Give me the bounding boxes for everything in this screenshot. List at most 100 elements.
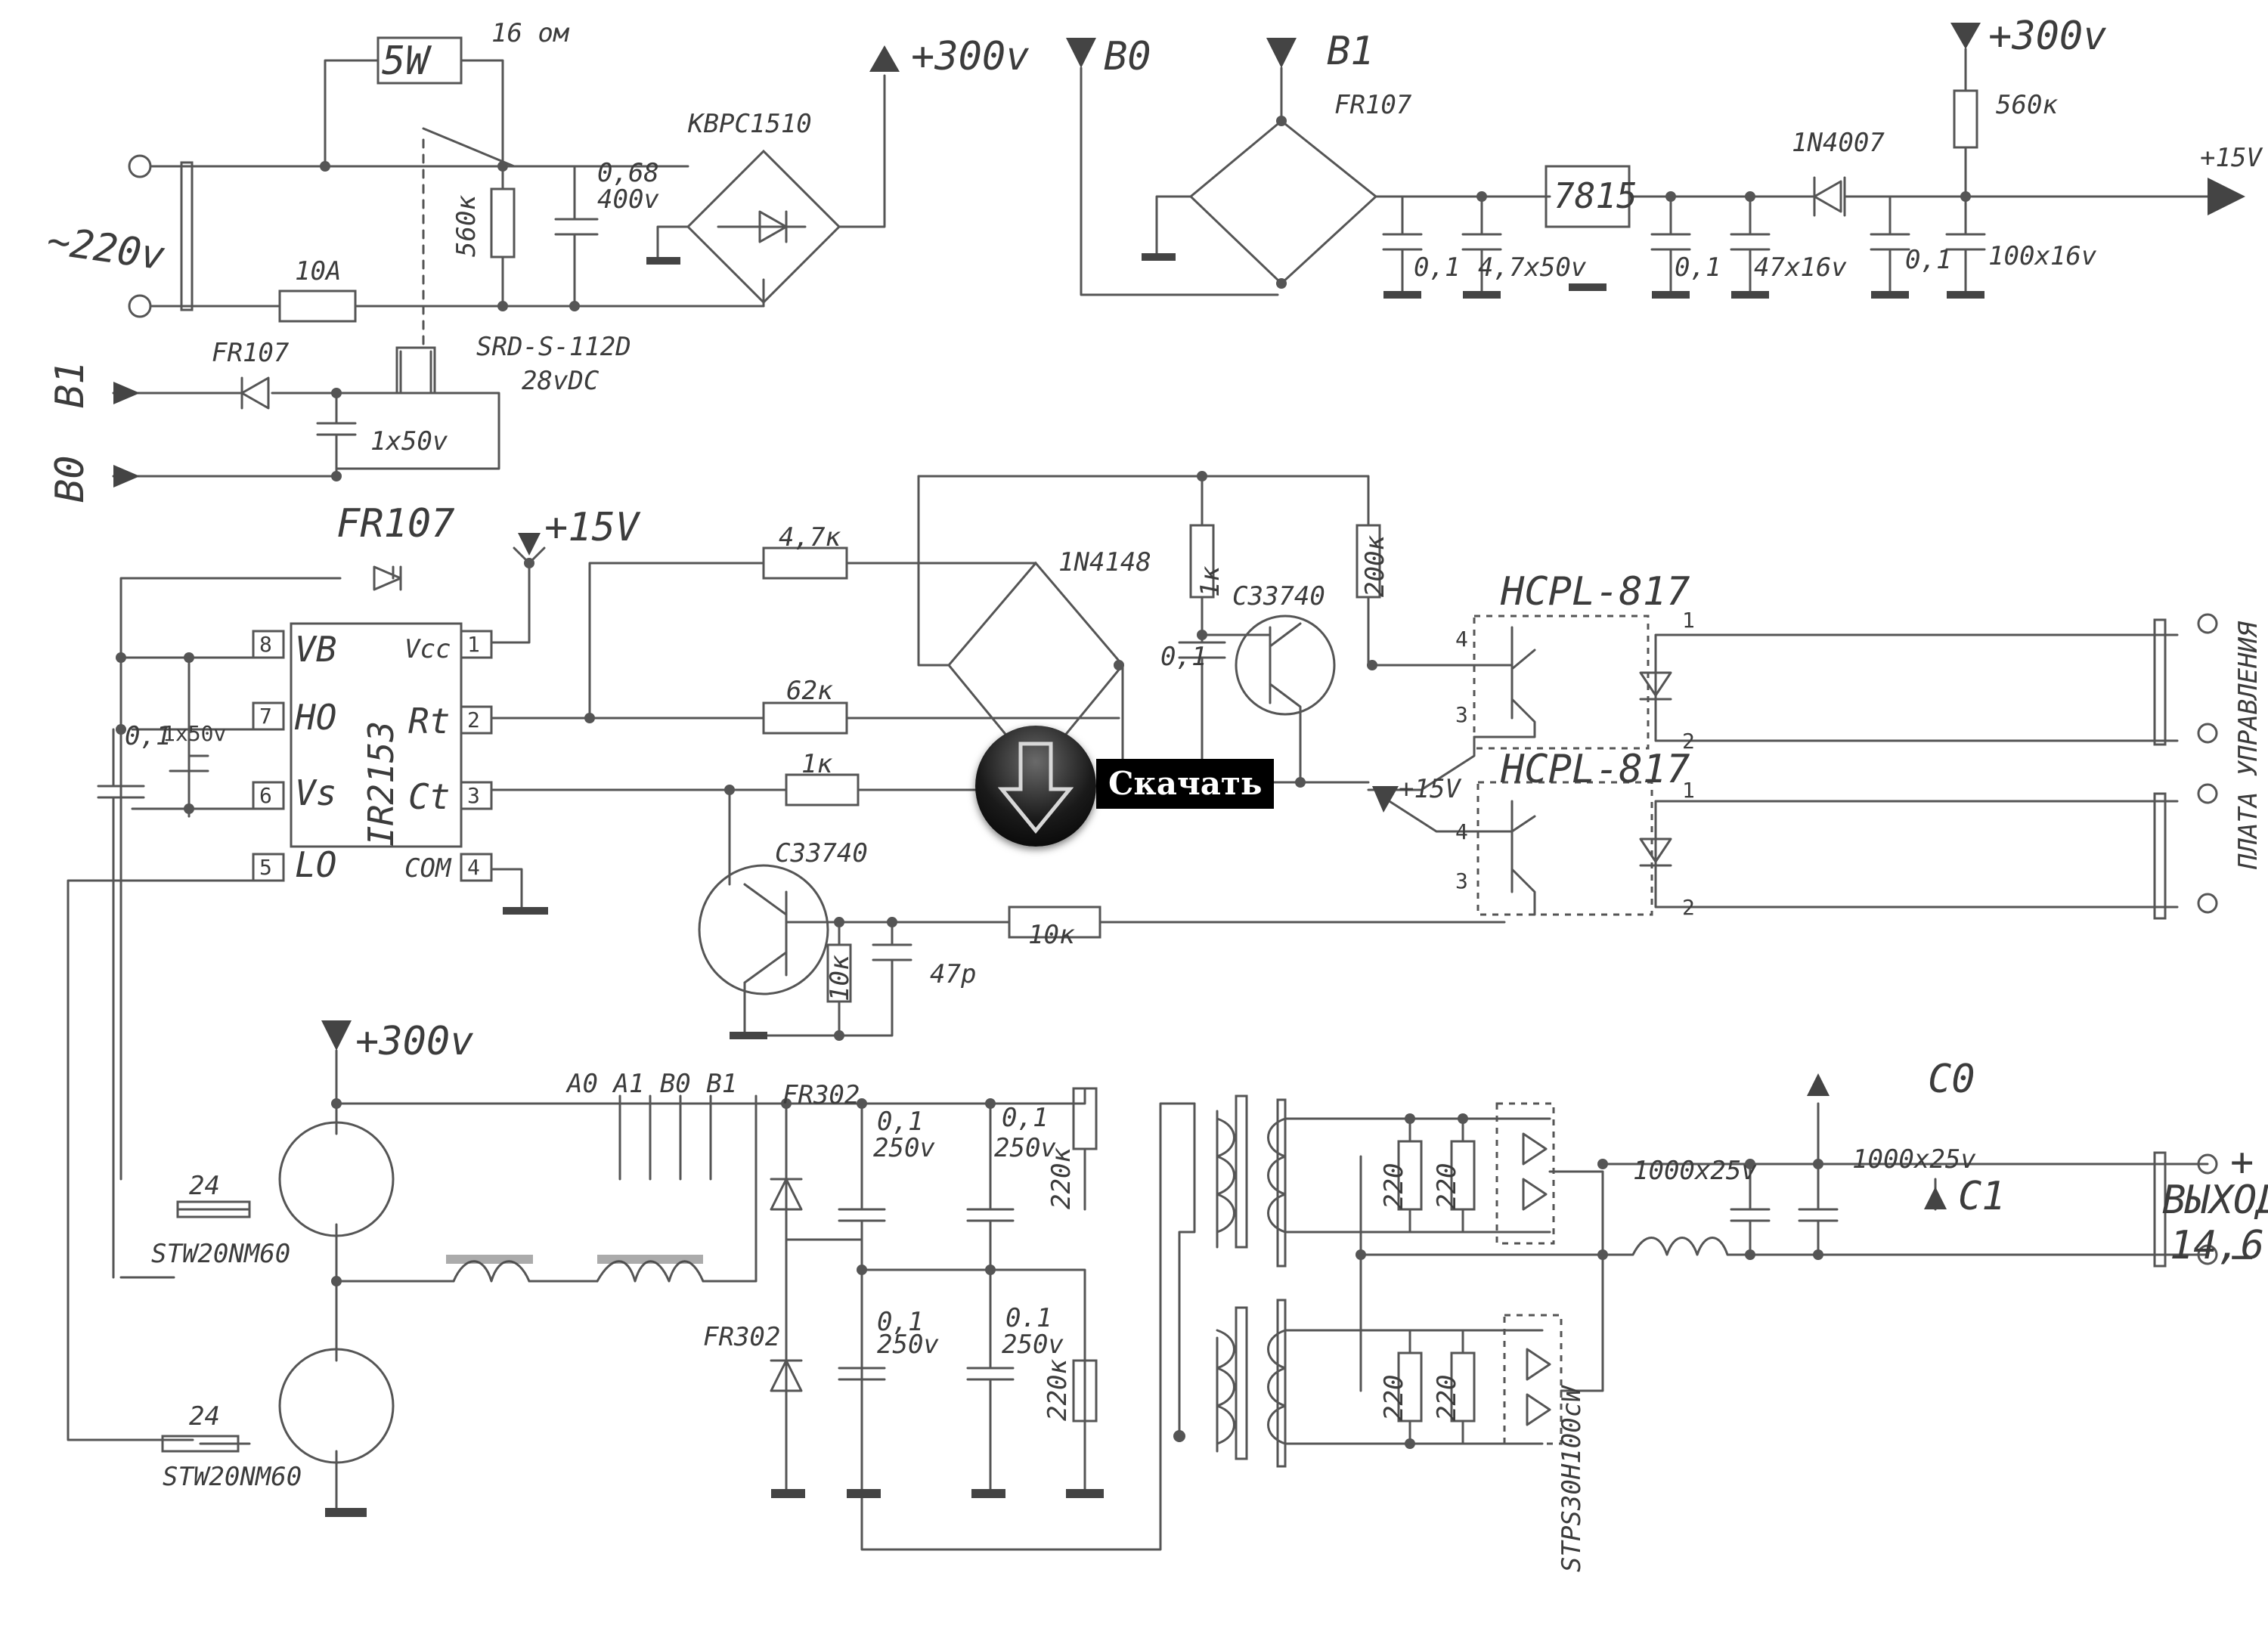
label-opto-a-pin1: 1 bbox=[1682, 608, 1695, 633]
label-plata: ПЛАТА УПРАВЛЕНИЯ bbox=[2233, 621, 2263, 870]
label-ic-pin8: 8 bbox=[259, 632, 272, 657]
label-cap-01-b: 0,1 bbox=[1675, 252, 1721, 283]
gate-resistor-24-a bbox=[176, 1200, 251, 1218]
label-560k-top: 560к bbox=[1996, 90, 2058, 120]
label-cap-250-a: 250v bbox=[873, 1133, 935, 1163]
label-c1: C1 bbox=[1958, 1174, 2006, 1219]
label-cap-100x16: 100x16v bbox=[1988, 241, 2097, 271]
mosfet-stw20nm60-b bbox=[278, 1348, 395, 1464]
label-1k-h: 1к bbox=[801, 749, 832, 779]
label-pin-vb: VB bbox=[295, 629, 336, 670]
label-pin-ho: HO bbox=[294, 697, 336, 738]
label-cap-250-d: 250v bbox=[1002, 1330, 1064, 1360]
download-icon bbox=[975, 726, 1096, 847]
label-opto-b-pin1: 1 bbox=[1682, 778, 1695, 803]
label-1x50v: 1x50v bbox=[370, 426, 448, 457]
label-ic-pin4: 4 bbox=[467, 855, 480, 880]
ic-ir2153 bbox=[290, 622, 463, 848]
label-c33740-b: C33740 bbox=[775, 838, 868, 868]
label-ir2153: IR2153 bbox=[361, 721, 401, 847]
label-ic-pin2: 2 bbox=[467, 707, 480, 732]
label-cap-1000-b: 1000x25v bbox=[1852, 1144, 1976, 1175]
label-fr107-left: FR107 bbox=[212, 338, 290, 368]
download-button[interactable]: Скачать bbox=[975, 726, 1293, 847]
label-cap-01-250-a: 0,1 bbox=[877, 1107, 923, 1137]
bridge-rectifier-kbpc bbox=[646, 74, 886, 305]
transistor-c33740-b bbox=[698, 864, 829, 995]
label-62k: 62к bbox=[786, 676, 833, 706]
gate-resistor-24-b bbox=[161, 1435, 240, 1453]
resistor-10k-h bbox=[1008, 906, 1101, 939]
label-b1-left: B1 bbox=[48, 361, 93, 408]
label-1k-v: 1к bbox=[1195, 566, 1225, 597]
label-10k-h: 10к bbox=[1028, 920, 1075, 950]
fuse-10a bbox=[278, 289, 357, 323]
label-c33740-a: C33740 bbox=[1232, 581, 1325, 611]
label-cap-01-250-c: 0,1 bbox=[877, 1307, 923, 1337]
label-1n4007: 1N4007 bbox=[1792, 128, 1885, 158]
label-ic-pin3: 3 bbox=[467, 783, 480, 808]
label-stw-a: STW20NM60 bbox=[151, 1239, 290, 1269]
label-cap-01-e: 0,1 bbox=[1160, 642, 1207, 672]
label-hcpl-a: HCPL-817 bbox=[1500, 569, 1690, 615]
resistor-1k-v bbox=[1189, 524, 1215, 599]
label-1n4148: 1N4148 bbox=[1058, 547, 1151, 577]
label-plus15-mid: +15V bbox=[544, 505, 641, 550]
resistor-560k-top bbox=[1953, 89, 1978, 149]
label-16om: 16 ом bbox=[491, 18, 570, 48]
label-pin-ct: Ct bbox=[408, 776, 450, 817]
label-pin-rt: Rt bbox=[408, 701, 450, 741]
resistor-220k-a bbox=[1072, 1087, 1098, 1150]
label-b0-left: B0 bbox=[48, 455, 93, 503]
label-cap-250-b: 250v bbox=[994, 1133, 1056, 1163]
label-cap-068: 0,68 bbox=[597, 158, 659, 188]
label-cap-400v: 400v bbox=[597, 184, 659, 215]
power-stage bbox=[119, 1020, 2218, 1551]
label-10k-v: 10к bbox=[825, 955, 855, 1002]
resistor-1k-h bbox=[785, 773, 860, 806]
label-opto-b-pin4: 4 bbox=[1455, 819, 1468, 844]
label-cap-01-250-d: 0.1 bbox=[1005, 1303, 1052, 1333]
label-b0-top: B0 bbox=[1104, 34, 1151, 79]
resistor-200k bbox=[1356, 524, 1381, 599]
label-7815: 7815 bbox=[1554, 175, 1637, 216]
label-opto-a-pin2: 2 bbox=[1682, 729, 1695, 754]
label-c0: C0 bbox=[1928, 1057, 1975, 1102]
label-opto-a-pin3: 3 bbox=[1455, 702, 1468, 727]
label-b1-top: B1 bbox=[1327, 29, 1374, 74]
label-r220-a: 220 bbox=[1379, 1163, 1409, 1209]
label-r220-d: 220 bbox=[1432, 1375, 1462, 1421]
resistor-10k-v bbox=[826, 943, 852, 1003]
label-ic-pin1: 1 bbox=[467, 632, 480, 657]
label-plus300-b: +300v bbox=[1988, 14, 2107, 59]
resistor-62k bbox=[762, 701, 848, 735]
label-220k-a: 220к bbox=[1046, 1147, 1077, 1209]
aux-15v-supply bbox=[1066, 23, 2245, 299]
label-ic-pin7: 7 bbox=[259, 704, 272, 729]
label-hcpl-b: HCPL-817 bbox=[1500, 747, 1690, 792]
component-labels: 5W 16 ом +300v B0 B1 FR107 +300v 560к +1… bbox=[44, 14, 2268, 1572]
mains-input-section bbox=[112, 36, 900, 488]
resistor-5w bbox=[376, 36, 463, 85]
label-stps: STPS30H100cW bbox=[1557, 1385, 1587, 1572]
label-opto-b-pin2: 2 bbox=[1682, 895, 1695, 920]
label-cap-01-a: 0,1 bbox=[1414, 252, 1460, 283]
label-5w: 5W bbox=[382, 39, 432, 84]
label-fr107-top: FR107 bbox=[1334, 90, 1412, 120]
label-plus300-a: +300v bbox=[911, 34, 1030, 79]
label-cap-1000-a: 1000x25v bbox=[1633, 1156, 1757, 1186]
label-pin-lo: LO bbox=[295, 844, 336, 885]
label-24-a: 24 bbox=[189, 1171, 220, 1201]
label-ac220: ~220v bbox=[44, 218, 167, 279]
label-relay-v: 28vDC bbox=[522, 366, 600, 396]
label-ic-pin6: 6 bbox=[259, 783, 272, 808]
transistor-c33740-a bbox=[1235, 615, 1336, 716]
label-cap-47x16: 47x16v bbox=[1754, 252, 1847, 283]
label-pin-com: COM bbox=[404, 853, 452, 884]
label-r220-c: 220 bbox=[1379, 1375, 1409, 1421]
label-fr302-b: FR302 bbox=[703, 1322, 780, 1352]
label-cap-47x50: 4,7x50v bbox=[1478, 252, 1587, 283]
label-220k-b: 220к bbox=[1043, 1359, 1073, 1421]
label-opto-b-pin3: 3 bbox=[1455, 868, 1468, 893]
